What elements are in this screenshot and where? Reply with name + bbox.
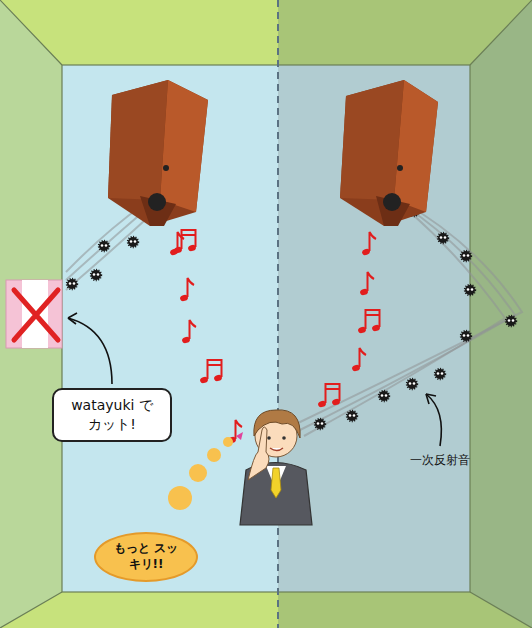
soot-sprites-part [506,316,516,326]
soot-sprites-part [435,369,445,379]
leader-arrows-part [426,394,436,404]
soot-sprites-part [379,391,389,401]
speaker-left-part [108,80,168,200]
speaker-left [108,80,208,226]
leader-arrows-part [426,394,441,446]
thought-dots-part [189,464,207,482]
listener-figure-part [254,410,300,438]
absorber-panel-part [14,290,58,340]
listener-figure-part [270,448,283,451]
listener-figure-part [248,427,269,480]
soot-sprites-part [99,241,109,251]
thought-dots [168,432,243,510]
music-notes-part [181,320,196,344]
absorber-panel-part [6,280,62,348]
thought-dots-part [223,437,233,447]
text-column: watayuki で カット! [62,396,162,434]
node-text: もっと スッキリ!! [113,541,179,572]
sound-paths-part [296,200,522,424]
leader-arrows-part [68,313,77,324]
thought-dots-part [236,432,243,440]
callout-box: watayuki で カット! [52,388,172,442]
soot-sprites-part [347,411,357,421]
leader-arrows-part [68,318,112,384]
soot-sprites-part [438,233,448,243]
annotation-label: 一次反射音 [410,452,470,469]
speaker-right [340,80,438,226]
music-notes-part [179,278,194,302]
sound-paths-part [66,210,156,290]
music-notes-part [199,360,223,384]
thought-dots-part [207,448,221,462]
soot-sprites-part [315,419,325,429]
music-notes-part [317,384,341,408]
music-notes-part [351,348,366,372]
listener-figure-part [267,436,271,440]
soot-sprites-part [128,237,138,247]
speaker-left-part [163,165,169,171]
soot-sprites-part [461,251,471,261]
room-walls-part [62,65,470,592]
sound-paths-part [300,206,515,430]
music-notes-part [361,232,376,256]
speaker-left-part [160,80,208,212]
soot-sprites-part [67,279,77,289]
speaker-right-part [340,80,404,200]
soot-sprites-part [465,285,475,295]
sound-paths-part [304,212,505,436]
listener-figure-part [271,468,281,498]
music-notes-part [357,310,381,334]
music-notes-part [359,272,374,296]
speaker-right-part [340,80,438,226]
speaker-left-part [148,193,166,211]
music-notes [169,230,381,444]
speaker-right-part [397,165,403,171]
absorber-panel [6,280,62,348]
text-column: もっと スッキリ!! [113,541,179,572]
speech-bubble: もっと スッキリ!! [94,532,198,582]
thought-dots-part [168,486,192,510]
node-text: watayuki で カット! [62,396,162,434]
speaker-right-part [383,193,401,211]
speaker-left-part [108,80,208,226]
listener-figure-part [282,436,286,440]
room-walls-part [0,0,62,628]
room-walls-part [277,0,279,628]
music-notes-part [173,230,197,254]
soot-sprites-part [461,331,471,341]
soot-sprites-part [407,379,417,389]
listener-figure [240,410,312,525]
soot-sprites-part [91,270,101,280]
